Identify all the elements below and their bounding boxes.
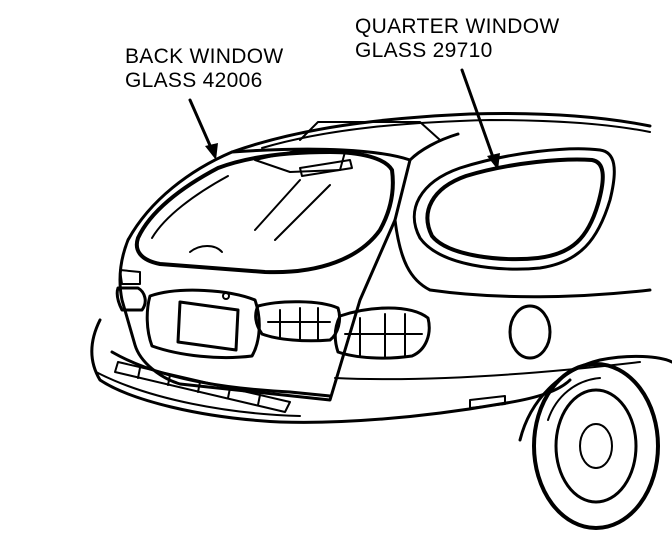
bumper-lower-edge [95, 371, 301, 417]
wheel-arch [518, 354, 672, 442]
bumper-grille-slats [137, 367, 261, 406]
back-window-inner-edge [151, 175, 229, 239]
side-reflector [469, 395, 506, 409]
roof-rail-inner [299, 121, 441, 141]
back-window-glass [134, 150, 395, 275]
back-window-leader-arrowhead [205, 143, 218, 160]
right-tail-lamp [333, 306, 431, 360]
quarter-window-frame [412, 147, 616, 271]
fuel-door [508, 304, 552, 360]
body-side-line [334, 361, 641, 381]
roof-outline [230, 112, 652, 154]
back-window-label-line1: BACK WINDOW [125, 45, 284, 68]
right-tail-lamp-lens [344, 313, 423, 359]
liftgate-outline [118, 147, 412, 402]
body-side-upper [393, 218, 652, 299]
left-tail-lamp-upper [119, 269, 141, 285]
liftgate-lock [222, 292, 230, 300]
d-pillar [408, 132, 460, 162]
rear-wiper [189, 245, 223, 253]
quarter-window-label-line1: QUARTER WINDOW [355, 15, 560, 38]
bumper-grille [114, 361, 291, 413]
rear-wheel-hub [579, 423, 613, 469]
license-plate-recess [145, 288, 261, 360]
license-plate [176, 300, 240, 352]
center-lamp-lens [267, 307, 331, 341]
back-window-reflection [254, 179, 331, 241]
quarter-window-leader-arrowhead [487, 153, 500, 170]
quarter-window-leader-line [460, 68, 496, 162]
roof-rail [261, 119, 651, 149]
third-brake-light [299, 159, 353, 177]
back-window-label-line2: GLASS 42006 [125, 69, 263, 92]
quarter-window-callout: QUARTER WINDOW GLASS 29710 [355, 15, 559, 63]
left-tail-lamp [115, 286, 147, 312]
rear-bumper [90, 318, 572, 424]
back-window-leader-line [188, 98, 214, 152]
rear-wheel-rim [554, 388, 638, 504]
rear-wheel-well [547, 377, 601, 421]
quarter-window-glass [425, 157, 605, 262]
quarter-window-label-line2: GLASS 29710 [355, 39, 493, 62]
back-window-callout: BACK WINDOW GLASS 42006 [125, 45, 283, 93]
rear-tire [532, 362, 660, 530]
